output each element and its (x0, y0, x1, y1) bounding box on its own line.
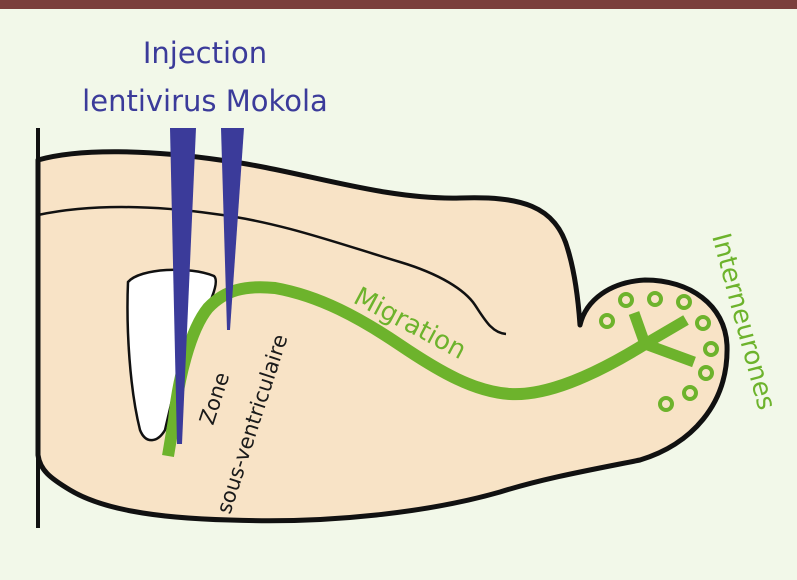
injection-label-line2: lentivirus Mokola (82, 84, 328, 118)
interneuron-dot-icon (703, 341, 719, 357)
interneuron-dot-icon (658, 396, 674, 412)
inner-layer-contour (37, 205, 507, 336)
interneuron-dot-icon (676, 294, 692, 310)
interneuron-dot-icon (695, 315, 711, 331)
injection-label-line1: Injection (143, 36, 267, 70)
injection-needle-icon (221, 128, 244, 330)
interneuron-branch-right-up (642, 315, 689, 349)
interneuron-dot-icon (698, 365, 714, 381)
migration-stream (162, 281, 649, 457)
interneuron-dot-icon (682, 385, 698, 401)
top-border-bar (0, 0, 797, 9)
interneuron-dot-icon (599, 313, 615, 329)
interneuron-branch-right-down (643, 338, 696, 368)
interneuron-dots (599, 291, 719, 412)
interneuron-dot-icon (647, 291, 663, 307)
interneuron-dot-icon (618, 292, 634, 308)
injection-needle-icon (170, 128, 196, 444)
